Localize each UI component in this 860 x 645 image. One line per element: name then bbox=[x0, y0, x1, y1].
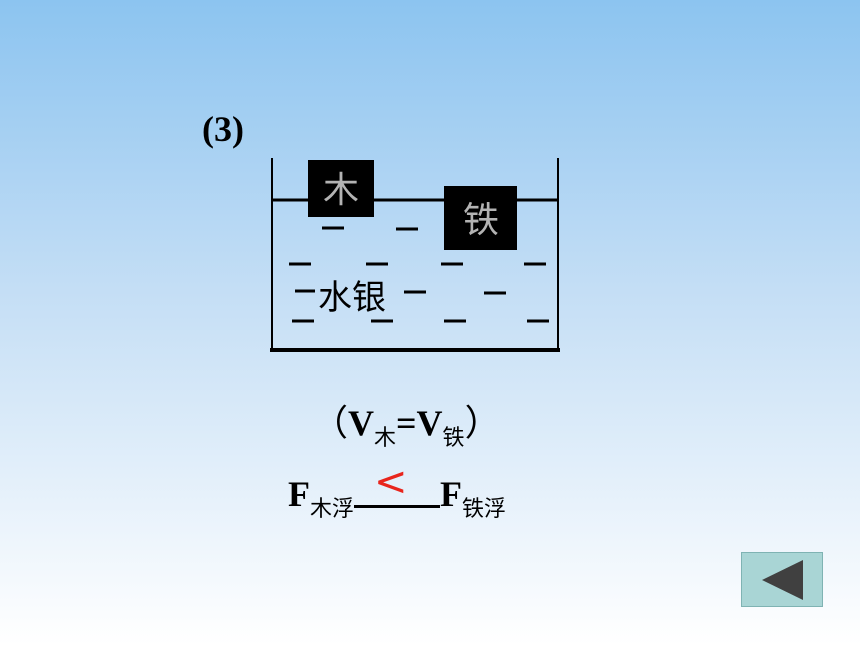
answer-blank: < bbox=[354, 459, 441, 508]
iron-block-label: 铁 bbox=[463, 200, 499, 241]
f-symbol-2: F bbox=[440, 474, 463, 514]
close-paren: ） bbox=[464, 403, 501, 444]
v-sub-wood: 木 bbox=[374, 426, 397, 451]
open-paren: （ bbox=[312, 403, 349, 444]
f-symbol: F bbox=[288, 474, 310, 514]
wood-block-label: 木 bbox=[323, 170, 359, 211]
v-symbol: V bbox=[348, 403, 375, 443]
v-symbol-2: V bbox=[416, 403, 443, 443]
v-sub-iron: 铁 bbox=[442, 426, 465, 451]
f-sub-iron: 铁浮 bbox=[462, 497, 507, 522]
answer-symbol: < bbox=[374, 459, 408, 505]
volume-condition: （V木=V铁） bbox=[312, 394, 501, 452]
liquid-label: 水银 bbox=[318, 278, 386, 318]
equals-sign: = bbox=[396, 403, 417, 443]
f-sub-wood: 木浮 bbox=[310, 497, 355, 522]
liquid-dashes bbox=[289, 226, 549, 323]
buoyancy-comparison: F木浮<F铁浮 bbox=[288, 459, 507, 523]
iron-block bbox=[444, 186, 517, 250]
back-button[interactable] bbox=[741, 552, 823, 607]
wood-block bbox=[308, 160, 374, 217]
triangle-left-icon bbox=[762, 560, 803, 600]
problem-number: (3) bbox=[202, 109, 244, 149]
